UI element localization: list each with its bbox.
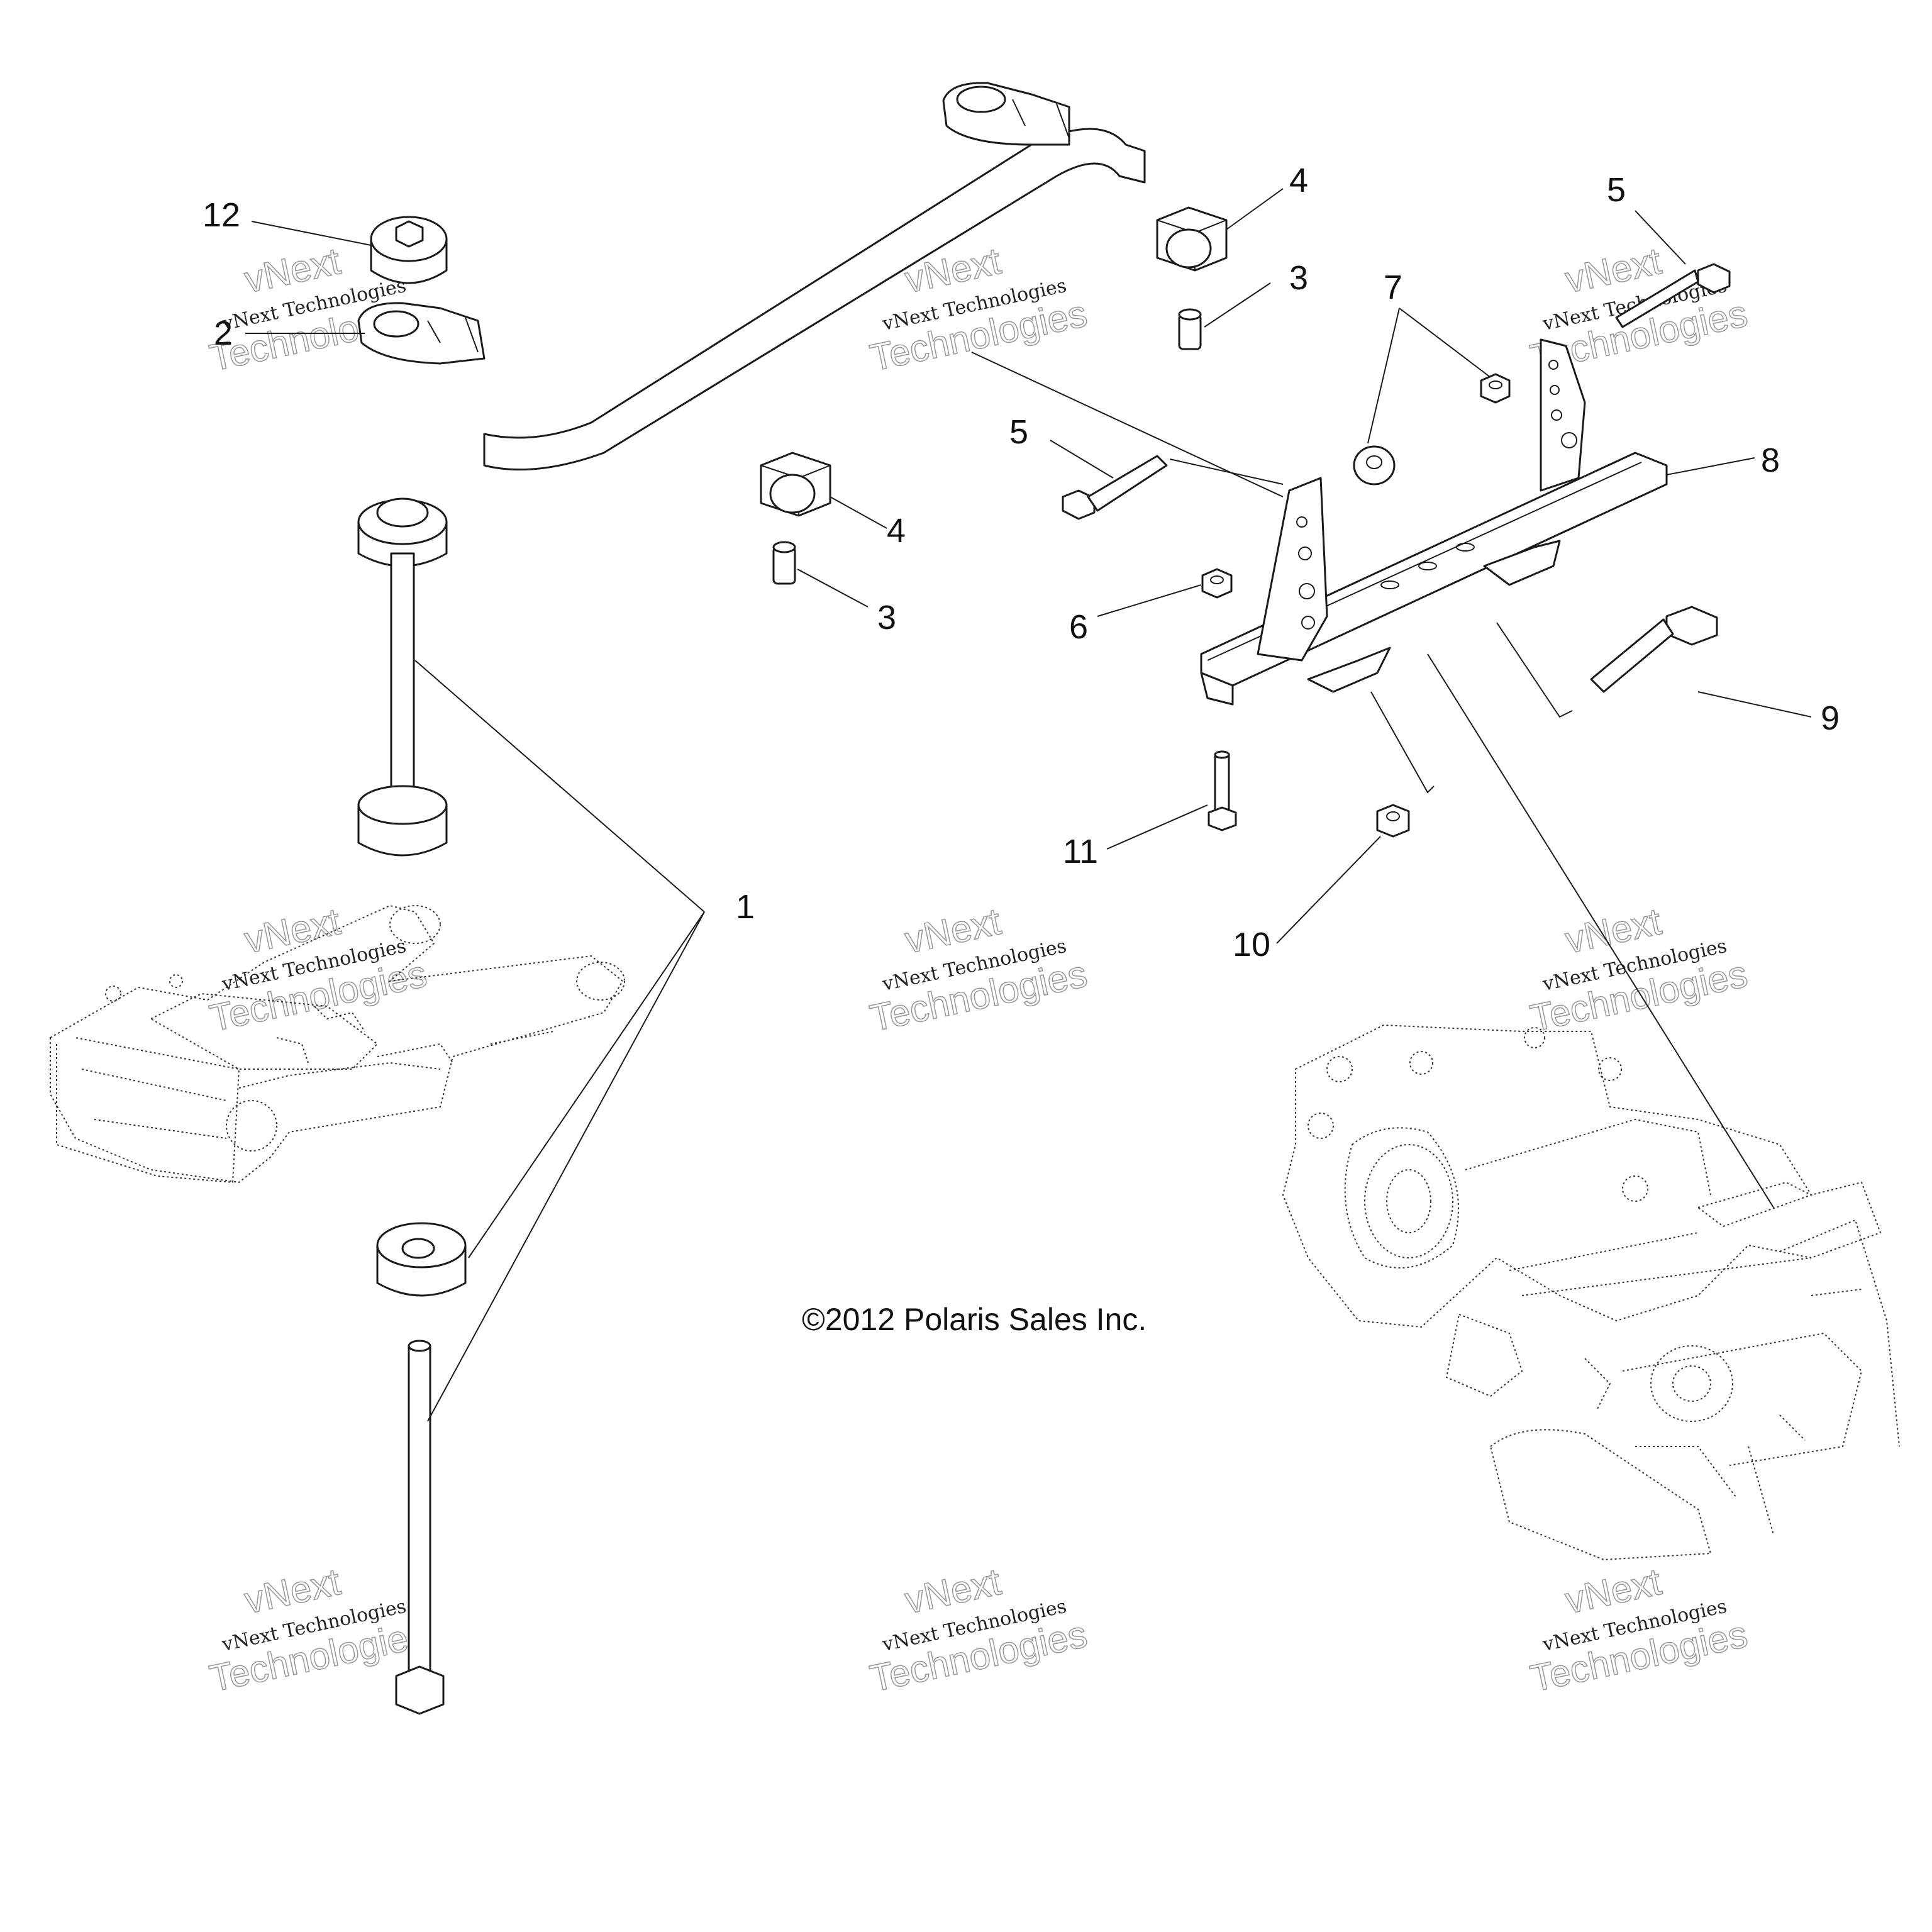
callout-3-lower: 3 <box>877 599 896 636</box>
part-7-washer-lower <box>1353 445 1396 486</box>
part-7-nut-upper <box>1480 373 1511 404</box>
callout-10: 10 <box>1233 926 1270 963</box>
callout-labels: 12 2 1 4 3 4 3 5 5 7 8 6 9 10 11 <box>203 162 1840 963</box>
callout-2: 2 <box>214 314 233 352</box>
part-5-bolt-right <box>1615 263 1731 328</box>
callout-7: 7 <box>1384 269 1402 306</box>
watermark: vNext vNext Technologies Technologies <box>206 1560 431 1700</box>
part-9-bolt <box>1590 606 1718 693</box>
callout-11: 11 <box>1063 833 1098 870</box>
part-4-clamp-lower <box>760 452 831 517</box>
leader-lines <box>245 188 1812 1422</box>
part-5-bolt-left <box>1062 455 1168 520</box>
part-6-nut <box>1201 568 1233 599</box>
watermark: vNext vNext Technologies Technologies <box>866 899 1091 1040</box>
part-12-bushing <box>370 216 448 284</box>
callout-3-upper: 3 <box>1289 259 1308 297</box>
part-4-clamp-upper <box>1156 206 1228 272</box>
callout-1: 1 <box>736 888 755 926</box>
engine-context <box>1282 1024 1900 1561</box>
callout-8: 8 <box>1761 441 1780 479</box>
callout-6: 6 <box>1069 608 1088 646</box>
lower-control-arm-context <box>50 904 625 1184</box>
callout-5-left: 5 <box>1009 413 1028 451</box>
callout-4-lower: 4 <box>887 512 906 550</box>
part-2-stabilizer-bar <box>357 82 1146 471</box>
watermark: vNext vNext Technologies Technologies <box>1526 1560 1752 1700</box>
part-1-link-assembly <box>357 497 467 1715</box>
copyright-notice: ©2012 Polaris Sales Inc. <box>802 1302 1146 1337</box>
callout-12: 12 <box>203 196 240 234</box>
part-3-sleeve-upper <box>1178 308 1202 350</box>
callout-4-upper: 4 <box>1289 162 1308 199</box>
watermark: vNext vNext Technologies Technologies <box>206 899 431 1040</box>
part-8-mounting-bracket <box>1200 338 1668 706</box>
part-10-nut <box>1376 804 1410 838</box>
watermark: vNext vNext Technologies Technologies <box>1526 899 1752 1040</box>
watermark: vNext vNext Technologies Technologies <box>866 1560 1091 1700</box>
callout-5-right: 5 <box>1607 171 1626 209</box>
part-3-sleeve-lower <box>772 541 796 585</box>
callout-9: 9 <box>1821 699 1840 737</box>
part-11-bolt <box>1208 750 1237 831</box>
